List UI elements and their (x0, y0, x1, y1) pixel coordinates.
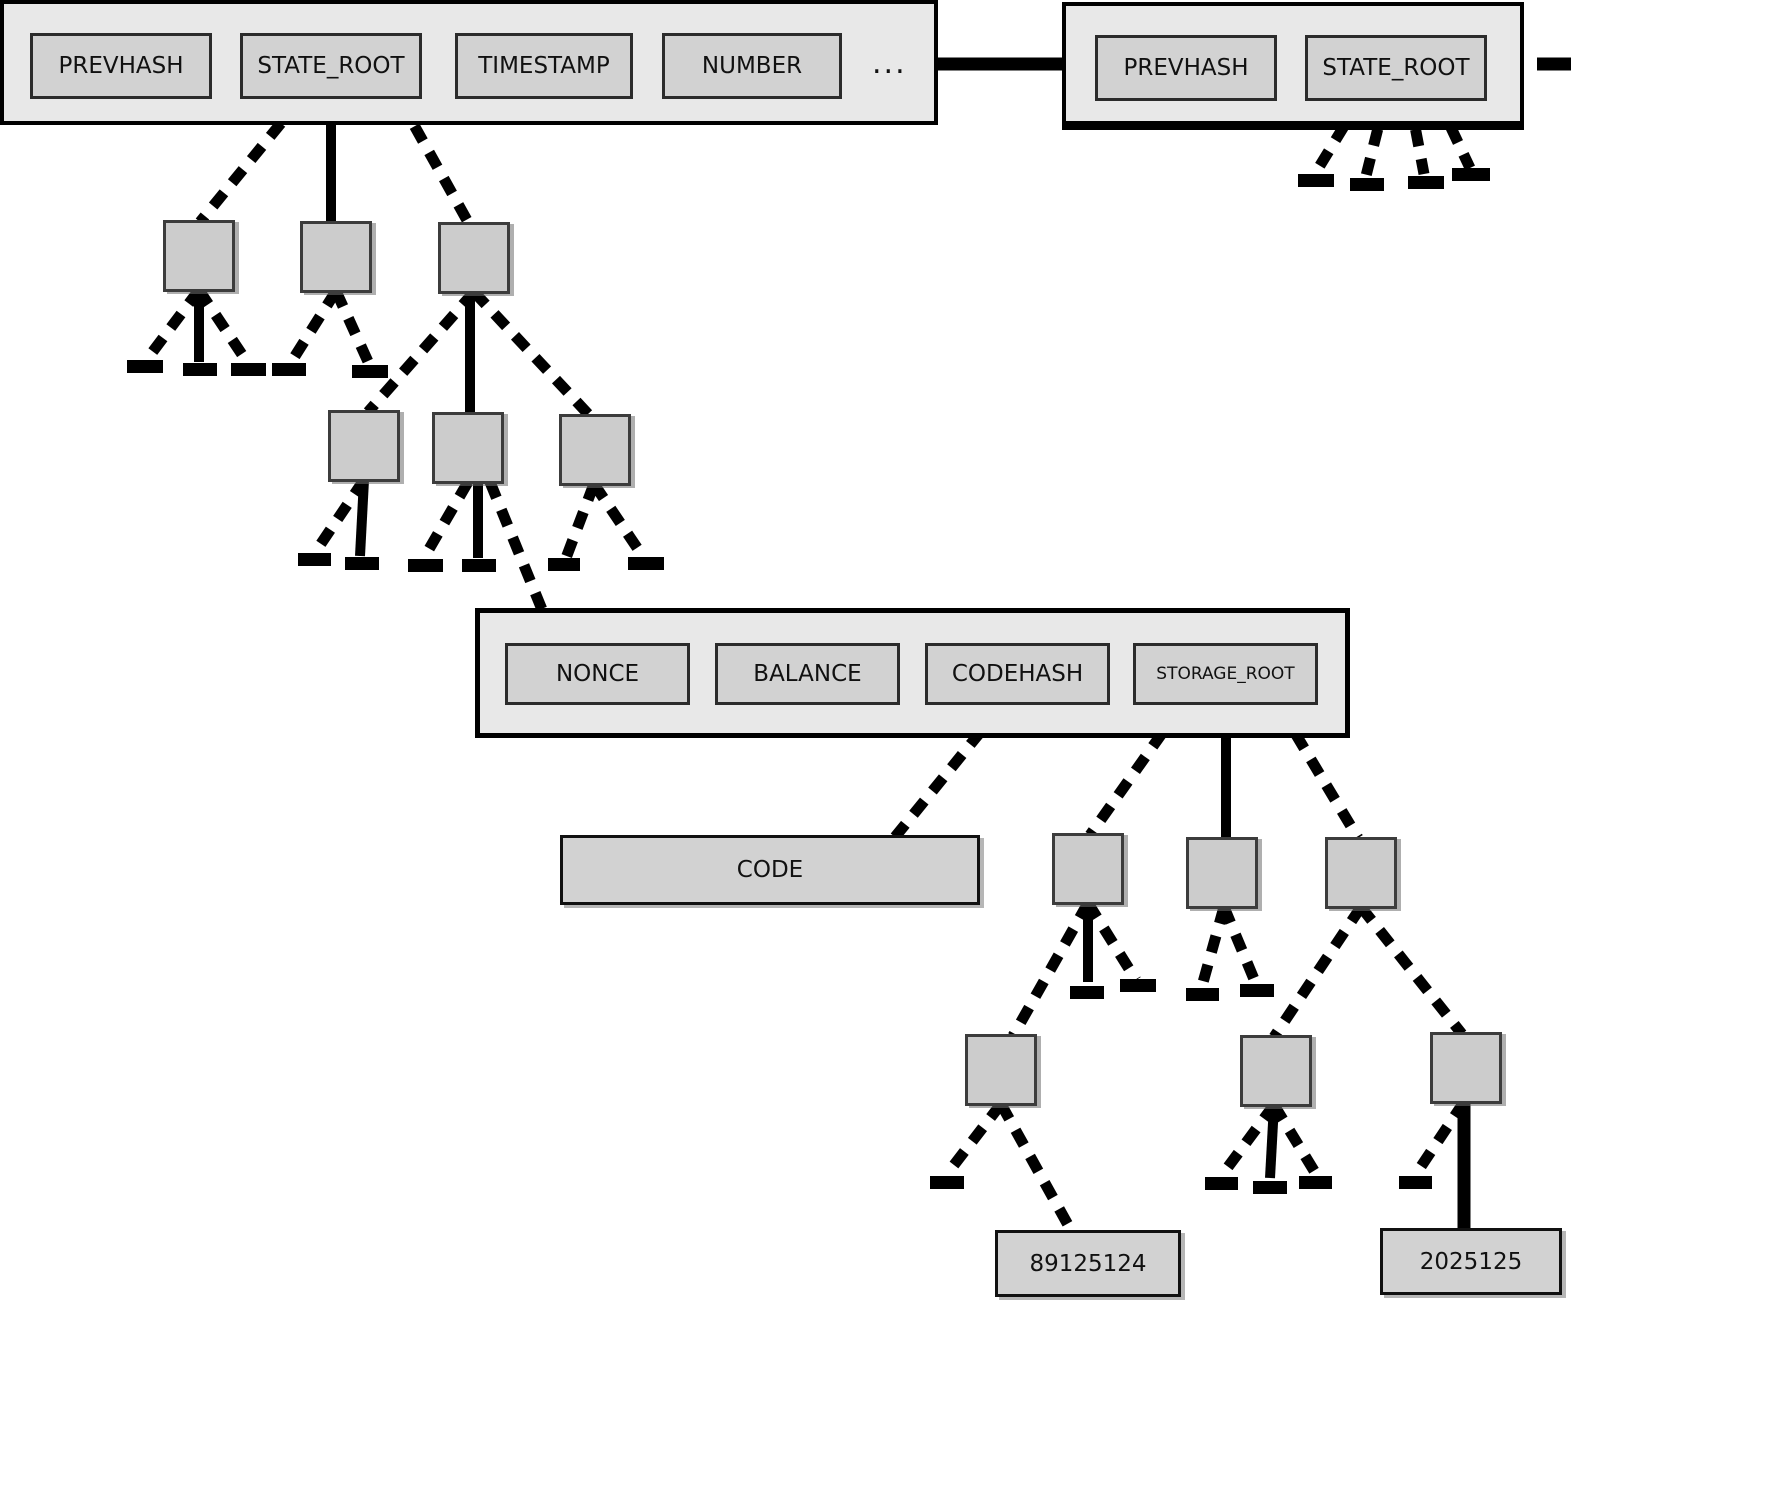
tree-node-b (300, 221, 372, 293)
block2-field-prevhash: PREVHASH (1095, 35, 1277, 101)
account-field-storage-root: STORAGE_ROOT (1133, 643, 1318, 705)
code-box: CODE (560, 835, 980, 905)
account-object: NONCE BALANCE CODEHASH STORAGE_ROOT (475, 608, 1350, 738)
block1-field-number: NUMBER (662, 33, 842, 99)
tree-node-l (1430, 1032, 1502, 1104)
tree-node-i (1325, 837, 1397, 909)
block1-ellipsis: ... (872, 46, 907, 81)
tree-node-f (559, 414, 631, 486)
account-field-balance: BALANCE (715, 643, 900, 705)
block1-field-prevhash: PREVHASH (30, 33, 212, 99)
block1-field-timestamp: TIMESTAMP (455, 33, 633, 99)
tree-node-g (1052, 833, 1124, 905)
tree-node-k (1240, 1035, 1312, 1107)
block-header-1: PREVHASH STATE_ROOT TIMESTAMP NUMBER ... (0, 0, 938, 125)
block-header-2: PREVHASH STATE_ROOT (1062, 2, 1524, 130)
storage-leaf-value-1: 89125124 (995, 1230, 1181, 1297)
block1-field-state-root: STATE_ROOT (240, 33, 422, 99)
tree-node-e (432, 412, 504, 484)
block2-field-state-root: STATE_ROOT (1305, 35, 1487, 101)
tree-node-h (1186, 837, 1258, 909)
account-field-codehash: CODEHASH (925, 643, 1110, 705)
tree-node-j (965, 1034, 1037, 1106)
storage-leaf-value-2: 2025125 (1380, 1228, 1562, 1295)
account-field-nonce: NONCE (505, 643, 690, 705)
terminal-stubs (127, 168, 1490, 1194)
tree-node-a (163, 220, 235, 292)
tree-node-d (328, 410, 400, 482)
tree-node-c (438, 222, 510, 294)
